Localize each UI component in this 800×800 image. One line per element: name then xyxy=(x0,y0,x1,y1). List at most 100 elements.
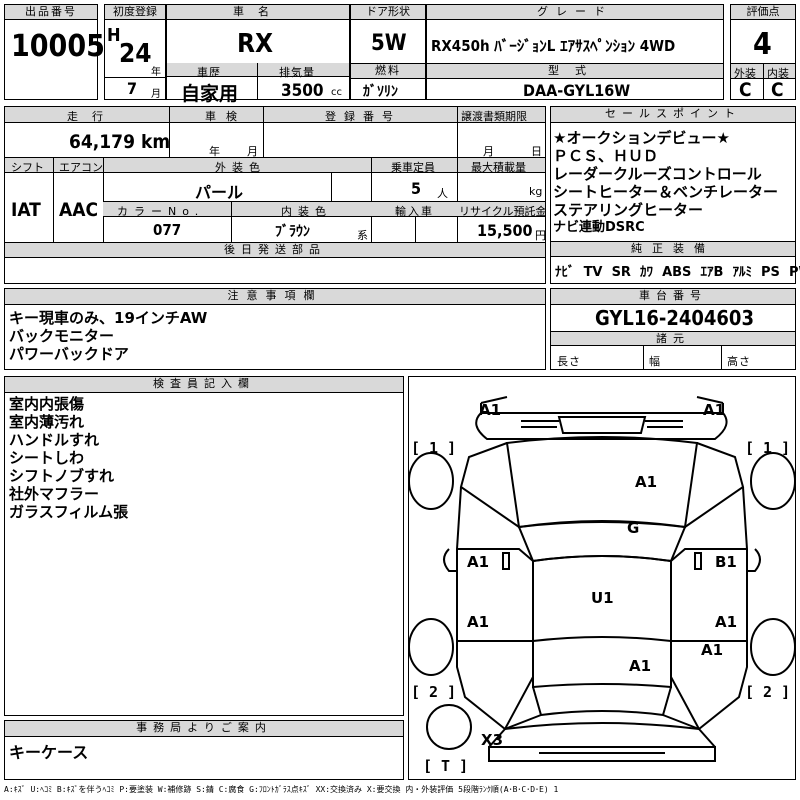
legend-text: A:ｷｽﾞ U:ﾍｺﾐ B:ｷｽﾞを伴うﾍｺﾐ P:要塗装 W:補修跡 S:錆 … xyxy=(4,785,559,794)
inspector-box: 検査員記入欄 室内内張傷 室内薄汚れ ハンドルすれ シートしわ シフトノブすれ … xyxy=(4,376,404,716)
inspector-line: シフトノブすれ xyxy=(9,467,115,485)
mark-r-rear-door: A1 xyxy=(715,613,738,631)
mark-fr-corner: A1 xyxy=(703,401,726,419)
chassis-box: 車台番号 GYL16-2404603 諸元 長さ 幅 高さ xyxy=(550,288,796,370)
tire-fr-label: [ 1 ] xyxy=(745,439,791,457)
score-box: 評価点 4 外装 内装 C C xyxy=(730,4,796,101)
mileage-unit: km xyxy=(141,131,171,153)
inspect-month-unit: 月 xyxy=(247,145,258,158)
equip-list: ﾅﾋﾞ TV SR ｶﾜ ABS ｴｱB ｱﾙﾐ PS PW xyxy=(555,261,800,280)
door-value: 5W xyxy=(371,31,407,56)
shift-value: IAT xyxy=(11,199,41,221)
trunk-label: [ T ] xyxy=(423,757,469,775)
inspector-line: 室内薄汚れ xyxy=(9,413,85,431)
fuel-label: 燃料 xyxy=(351,63,425,79)
inspector-line: シートしわ xyxy=(9,449,85,467)
reg-box: 初度登録 H 24 年 7 月 xyxy=(104,4,166,100)
score-value: 4 xyxy=(753,27,772,62)
mark-rear-bumper: X3 xyxy=(481,731,504,749)
fuel-value: ｶﾞｿﾘﾝ xyxy=(363,84,398,100)
dims-label: 諸元 xyxy=(551,331,795,346)
office-box: 事務局よりご案内 キーケース xyxy=(4,720,404,780)
intcolor-unit: 系 xyxy=(357,229,368,242)
reg-label: 初度登録 xyxy=(105,5,165,20)
lot-box: 出品番号 10005 xyxy=(4,4,105,100)
grade-box: グレード RX450h ﾊﾞｰｼﾞｮﾝL ｴｱｻｽﾍﾟﾝｼｮﾝ 4WD 型式 D… xyxy=(426,4,724,100)
grade-value: RX450h ﾊﾞｰｼﾞｮﾝL ｴｱｻｽﾍﾟﾝｼｮﾝ 4WD xyxy=(431,37,676,55)
seats-unit: 人 xyxy=(437,187,448,200)
lot-number: 10005 xyxy=(11,29,105,64)
door-box: ドア形状 5W 燃料 ｶﾞｿﾘﾝ xyxy=(350,4,426,100)
notes-box: 注意事項欄 キー現車のみ、19インチAW バックモニター パワーバックドア xyxy=(4,288,546,370)
recycle-unit: 円 xyxy=(535,229,546,242)
color-label: 外装色 xyxy=(215,161,266,174)
colorno-value: 077 xyxy=(153,221,182,239)
equip-item: ｴｱB xyxy=(700,265,724,280)
int-label: 内装 xyxy=(767,67,789,80)
door-label: ドア形状 xyxy=(351,5,425,20)
later-parts-label: 後日発送部品 xyxy=(5,243,545,258)
shift-label: シフト xyxy=(11,161,44,174)
notes-line: パワーバックドア xyxy=(9,345,129,363)
transfer-day-unit: 日 xyxy=(531,145,542,158)
mark-r-front-door: B1 xyxy=(715,553,737,571)
intcolor-label: 内装色 xyxy=(281,205,332,218)
chassis-label: 車台番号 xyxy=(551,289,795,305)
make-box: 車名 RX 車歴 排気量 自家用 3500 cc xyxy=(166,4,350,105)
mark-windshield: G xyxy=(627,519,640,537)
recycle-value: 15,500 xyxy=(477,221,533,240)
sales-lines: ★オークションデビュー★ ＰＣＳ、ＨＵＤ レーダークルーズコントロール シートヒ… xyxy=(553,129,778,237)
reg-era: H xyxy=(107,25,121,46)
model-value: DAA-GYL16W xyxy=(523,81,631,100)
car-outline xyxy=(409,396,795,762)
tire-fl-label: [ 1 ] xyxy=(411,439,457,457)
regno-label: 登録番号 xyxy=(325,110,401,123)
seats-value: 5 xyxy=(411,179,422,198)
notes-line: バックモニター xyxy=(9,327,115,345)
ac-value: AAC xyxy=(59,199,99,221)
model-label: 型式 xyxy=(427,63,723,79)
damage-diagram: A1 A1 A1 G A1 B1 U1 A1 A1 A1 A1 X3 [ 1 ]… xyxy=(408,376,796,780)
grade-label: グレード xyxy=(427,5,723,20)
inspector-line: 社外マフラー xyxy=(9,485,100,503)
sales-line: ナビ連動DSRC xyxy=(553,220,645,235)
color-value: パール xyxy=(195,183,244,202)
intcolor-value: ﾌﾞﾗｳﾝ xyxy=(275,224,310,240)
colorno-label: カラーNo. xyxy=(117,205,205,218)
notes-lines: キー現車のみ、19インチAW バックモニター パワーバックドア xyxy=(9,309,207,363)
inspector-line: ガラスフィルム張 xyxy=(9,503,129,521)
history-label: 車歴 xyxy=(197,66,221,79)
import-label: 輸入車 xyxy=(395,205,434,218)
inspect-year-unit: 年 xyxy=(209,145,220,158)
tire-rl-label: [ 2 ] xyxy=(411,683,457,701)
ext-label: 外装 xyxy=(734,67,756,80)
equip-item: ABS xyxy=(662,265,692,280)
mileage-label: 走行 xyxy=(67,110,117,123)
transfer-label: 譲渡書類期限 xyxy=(461,110,527,123)
disp-unit: cc xyxy=(331,87,342,98)
inspector-label: 検査員記入欄 xyxy=(5,377,403,393)
inspector-lines: 室内内張傷 室内薄汚れ ハンドルすれ シートしわ シフトノブすれ 社外マフラー … xyxy=(9,395,128,521)
tire-rr-label: [ 2 ] xyxy=(745,683,791,701)
equip-item: PW xyxy=(788,265,800,280)
sales-line: レーダークルーズコントロール xyxy=(553,165,762,183)
sales-line: ★オークションデビュー★ xyxy=(553,129,730,147)
office-text: キーケース xyxy=(9,743,89,762)
load-label: 最大積載量 xyxy=(471,161,526,174)
sales-line: ＰＣＳ、ＨＵＤ xyxy=(553,147,659,165)
int-value: C xyxy=(771,79,784,101)
equip-label: 純正装備 xyxy=(551,241,795,257)
ext-value: C xyxy=(739,79,752,101)
mark-l-rear-door: A1 xyxy=(467,613,490,631)
mark-fl-corner: A1 xyxy=(479,401,502,419)
mark-hood: A1 xyxy=(635,473,658,491)
notes-label: 注意事項欄 xyxy=(5,289,545,305)
chassis-number: GYL16-2404603 xyxy=(595,306,754,330)
mark-r-rear-fender: A1 xyxy=(701,641,724,659)
notes-line: キー現車のみ、19インチAW xyxy=(9,309,208,327)
equip-item: PS xyxy=(761,265,780,280)
reg-month: 7 xyxy=(127,79,138,98)
length-label: 長さ xyxy=(557,355,581,368)
reg-year-unit: 年 xyxy=(151,67,161,78)
equip-item: ｶﾜ xyxy=(640,265,653,280)
